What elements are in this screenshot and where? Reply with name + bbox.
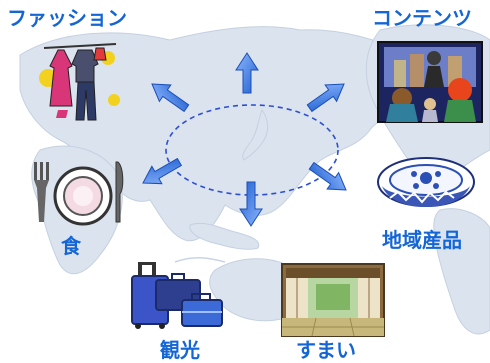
south-america-shape [433, 208, 490, 335]
arrow-down-left [142, 157, 183, 185]
fashion-label: ファッション [7, 6, 127, 30]
local-products-label: 地域産品 [382, 228, 462, 252]
arrow-up-right [306, 83, 345, 113]
food-label: 食 [61, 234, 81, 258]
arrows [142, 52, 347, 227]
cinema-audience-icon [377, 41, 483, 123]
arrow-up-left [151, 83, 190, 113]
airplane-trail [174, 257, 226, 263]
japanese-room-icon [281, 263, 385, 337]
tourism-label: 観光 [160, 338, 200, 362]
arrow-up [235, 52, 259, 94]
dashed-ring [165, 104, 339, 196]
arrow-down-right [308, 161, 347, 191]
arrow-down [239, 181, 263, 227]
ceramic-bowl-icon [377, 157, 475, 207]
contents-label: コンテンツ [372, 6, 472, 30]
luggage-icon [131, 262, 223, 329]
indonesia-shape [189, 222, 260, 250]
housing-label: すまい [296, 338, 356, 362]
clothes-rack-icon [39, 43, 120, 121]
plate-cutlery-icon [34, 161, 124, 226]
japan-shape [242, 108, 269, 161]
